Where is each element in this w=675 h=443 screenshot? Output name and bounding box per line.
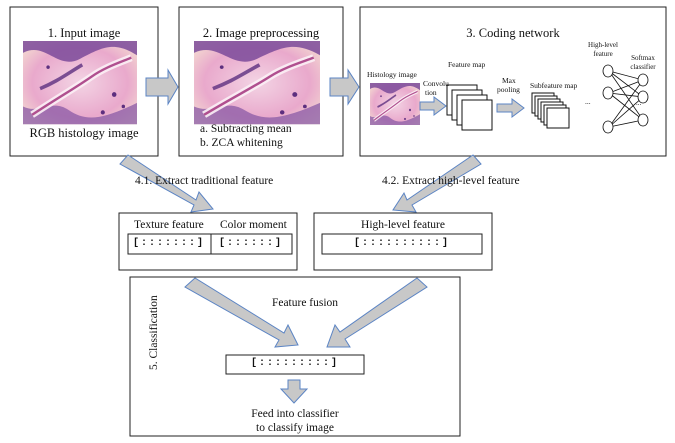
color-vector: [::::::] <box>218 238 284 249</box>
feature-map-label: Feature map <box>448 60 486 69</box>
preprocessing-step-a: a. Subtracting mean <box>200 123 292 135</box>
extract-traditional-label: 4.1. Extract traditional feature <box>135 175 274 187</box>
arrow-traditional-to-fusion <box>184 277 299 348</box>
coding-network-box <box>359 6 667 157</box>
coding-network-title: 3. Coding network <box>466 26 560 40</box>
node-ellipsis: ... <box>636 99 642 107</box>
preprocessing-title: 2. Image preprocessing <box>202 26 320 40</box>
softmax-label-1: Softmax <box>631 54 655 62</box>
fused-vector: [:::::::::] <box>250 358 340 369</box>
arrow-2-to-3 <box>329 68 360 106</box>
classification-label: 5. Classification <box>148 295 160 370</box>
fused-vector-box <box>225 354 365 375</box>
highlevel-feature-label: High-level feature <box>361 219 445 231</box>
neural-network <box>602 64 649 134</box>
histology-image-label: Histology image <box>367 70 417 79</box>
max-label: Max <box>502 76 516 85</box>
network-input-image <box>368 81 422 127</box>
feature-map-stack <box>446 84 493 131</box>
arrow-to-traditional <box>119 154 214 213</box>
preprocessed-image <box>194 41 320 124</box>
input-image-caption: RGB histology image <box>29 126 139 140</box>
convolution-label-1: Convolu <box>423 79 449 88</box>
input-image-title: 1. Input image <box>47 26 121 40</box>
subfeature-map-stack <box>531 92 570 129</box>
pooling-label: pooling <box>497 85 520 94</box>
layer-ellipsis: ... <box>585 97 591 106</box>
highlevel-vector-box <box>321 233 483 255</box>
softmax-label-2: classifier <box>630 63 656 71</box>
arrow-to-highlevel <box>392 154 482 213</box>
highlevel-label-2: feature <box>593 50 613 58</box>
classifier-output-line-2: to classify image <box>256 422 334 434</box>
histology-image <box>23 41 137 124</box>
preprocessing-step-b: b. ZCA whitening <box>200 137 283 149</box>
classifier-output-line-1: Feed into classifier <box>251 408 339 420</box>
arrow-1-to-2 <box>145 68 179 106</box>
highlevel-vector: [::::::::::] <box>353 238 451 249</box>
convolution-label-2: tion <box>425 88 437 97</box>
texture-feature-label: Texture feature <box>134 219 204 231</box>
feature-fusion-label: Feature fusion <box>271 297 339 309</box>
texture-vector: [:::::::] <box>132 238 206 249</box>
pooling-arrow <box>496 98 525 118</box>
arrow-to-classifier <box>279 379 309 404</box>
convolution-arrow <box>419 96 447 116</box>
color-vector-box <box>210 233 293 255</box>
color-moment-label: Color moment <box>220 219 287 231</box>
highlevel-label-1: High-level <box>588 41 618 49</box>
arrow-highlevel-to-fusion <box>326 277 428 348</box>
subfeature-map-label: Subfeature map <box>530 81 578 90</box>
extract-highlevel-label: 4.2. Extract high-level feature <box>382 175 520 187</box>
